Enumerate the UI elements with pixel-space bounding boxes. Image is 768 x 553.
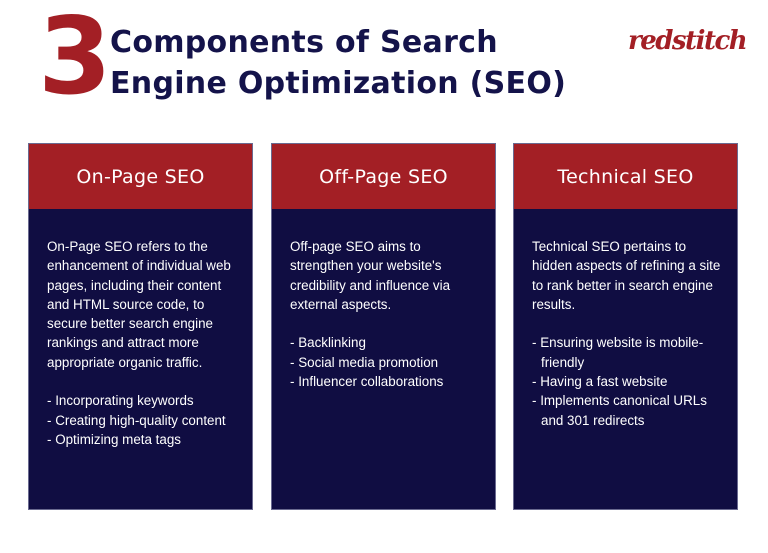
bullet-item: Incorporating keywords	[47, 391, 242, 410]
bullet-item: Optimizing meta tags	[47, 430, 242, 449]
card-body: Off-page SEO aims to strengthen your web…	[272, 209, 495, 391]
card-technical-seo: Technical SEO Technical SEO pertains to …	[513, 143, 738, 510]
card-header: On-Page SEO	[29, 144, 252, 209]
bullet-item: Ensuring website is mobile-friendly	[532, 333, 727, 372]
card-header: Technical SEO	[514, 144, 737, 209]
bullet-item: Having a fast website	[532, 372, 727, 391]
page-title-line-1: Components of Search	[110, 25, 498, 60]
card-description: Off-page SEO aims to strengthen your web…	[290, 239, 451, 312]
bullet-list: Ensuring website is mobile-friendly Havi…	[532, 333, 727, 429]
card-description: On-Page SEO refers to the enhancement of…	[47, 239, 231, 370]
card-off-page-seo: Off-Page SEO Off-page SEO aims to streng…	[271, 143, 496, 510]
page-title-line-2: Engine Optimization (SEO)	[110, 66, 567, 101]
bullet-item: Backlinking	[290, 333, 485, 352]
bullet-list: Backlinking Social media promotion Influ…	[290, 333, 485, 391]
card-description: Technical SEO pertains to hidden aspects…	[532, 239, 721, 312]
page-title: Components of Search Engine Optimization…	[110, 22, 566, 104]
card-on-page-seo: On-Page SEO On-Page SEO refers to the en…	[28, 143, 253, 510]
bullet-item: Creating high-quality content	[47, 411, 242, 430]
bullet-item: Social media promotion	[290, 353, 485, 372]
bullet-item: Influencer collaborations	[290, 372, 485, 391]
redstitch-logo: redstitch	[628, 26, 748, 56]
bullet-item: Implements canonical URLs and 301 redire…	[532, 391, 727, 430]
bullet-list: Incorporating keywords Creating high-qua…	[47, 391, 242, 449]
card-header: Off-Page SEO	[272, 144, 495, 209]
card-body: On-Page SEO refers to the enhancement of…	[29, 209, 252, 449]
big-number-three: 3	[38, 0, 112, 118]
card-body: Technical SEO pertains to hidden aspects…	[514, 209, 737, 430]
